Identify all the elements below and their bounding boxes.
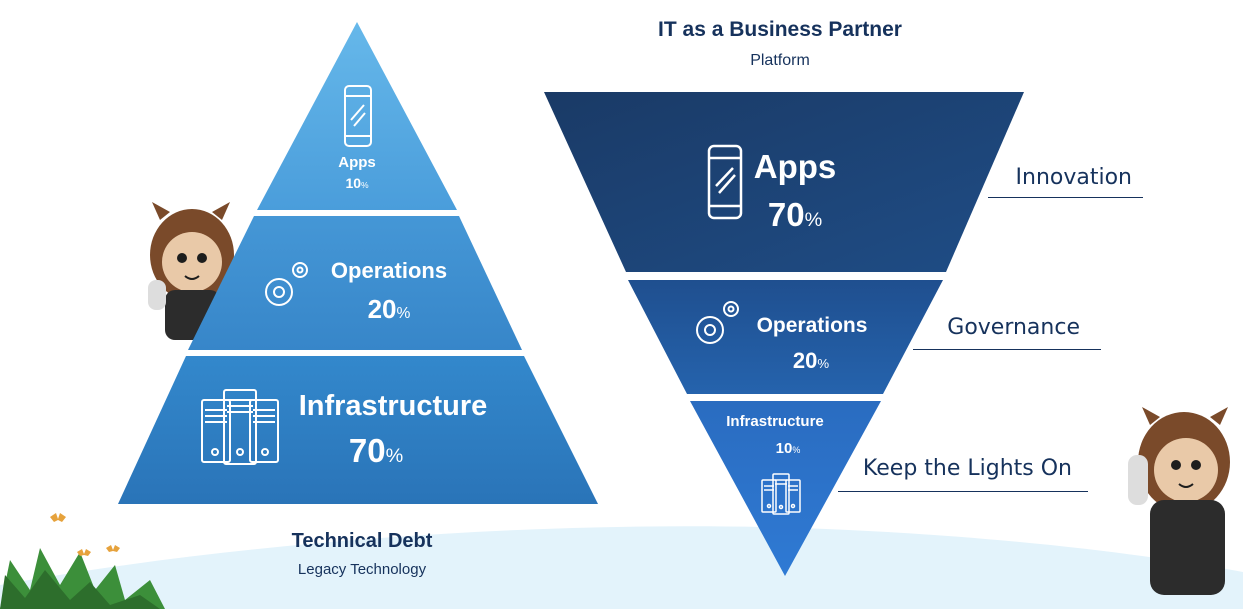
right-title: IT as a Business Partner	[658, 18, 902, 41]
right-apps-label: Apps	[753, 148, 837, 185]
side-line-keep-lights-on	[838, 491, 1088, 492]
left-tier-operations	[188, 216, 522, 350]
side-line-innovation	[988, 197, 1143, 198]
side-label-keep-lights-on: Keep the Lights On	[862, 456, 1072, 481]
plant	[0, 548, 165, 609]
servers-icon-small	[761, 473, 801, 515]
right-tier-operations	[628, 280, 943, 394]
servers-icon	[201, 389, 279, 465]
right-tier-apps	[544, 92, 1024, 272]
ground-hill	[0, 526, 1243, 609]
gears-icon	[265, 262, 308, 306]
left-tier-infrastructure	[118, 356, 598, 504]
right-infrastructure-label: Infrastructure	[726, 413, 824, 430]
butterfly-icon	[50, 513, 120, 556]
side-label-innovation: Innovation	[1015, 165, 1132, 190]
phone-icon	[344, 85, 372, 147]
left-infrastructure-label: Infrastructure	[298, 390, 488, 422]
right-subtitle: Platform	[750, 52, 810, 69]
left-tier-apps	[257, 22, 457, 210]
right-operations-label: Operations	[756, 314, 868, 337]
gears-icon-right	[696, 301, 739, 344]
right-apps-value: 70%	[767, 196, 823, 233]
left-infrastructure-value: 70%	[348, 432, 404, 469]
phone-icon-large	[707, 144, 743, 220]
left-operations-label: Operations	[330, 258, 448, 283]
mascot-right	[1128, 407, 1230, 595]
left-caption-title: Technical Debt	[291, 530, 433, 552]
right-operations-value: 20%	[792, 348, 830, 373]
left-operations-value: 20%	[367, 294, 411, 324]
left-caption-subtitle: Legacy Technology	[297, 561, 427, 578]
side-label-governance: Governance	[947, 315, 1080, 340]
right-infrastructure-value: 10%	[775, 440, 801, 457]
side-line-governance	[913, 349, 1101, 350]
left-apps-label: Apps	[338, 154, 376, 171]
left-apps-value: 10%	[345, 175, 369, 191]
